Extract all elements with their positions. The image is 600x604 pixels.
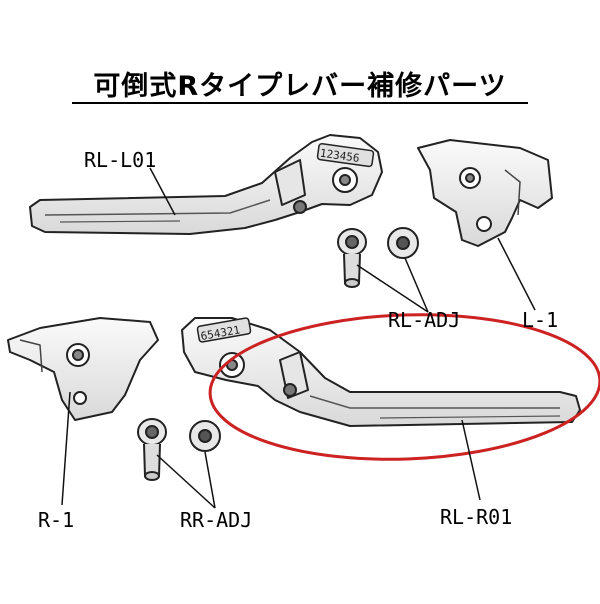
bracket-l-1 [417,139,553,247]
leader-lines [61,167,536,509]
label-rl-adj: RL-ADJ [388,308,461,332]
page-title: 可倒式Rタイプレバー補修パーツ [93,71,507,102]
label-rr-adj: RR-ADJ [180,508,253,532]
adjuster-rr-adj [137,418,221,481]
label-l-1: L-1 [522,308,559,332]
label-rl-l01: RL-L01 [84,148,157,172]
dial-upper: 123456 [319,147,360,165]
lever-rl-r01 [181,317,581,427]
bracket-r-1 [7,317,159,421]
lever-rl-l01 [29,134,383,235]
title-underline [72,102,528,104]
label-r-1: R-1 [38,508,75,532]
label-rl-r01: RL-R01 [440,505,513,529]
adjuster-rl-adj [337,227,419,288]
